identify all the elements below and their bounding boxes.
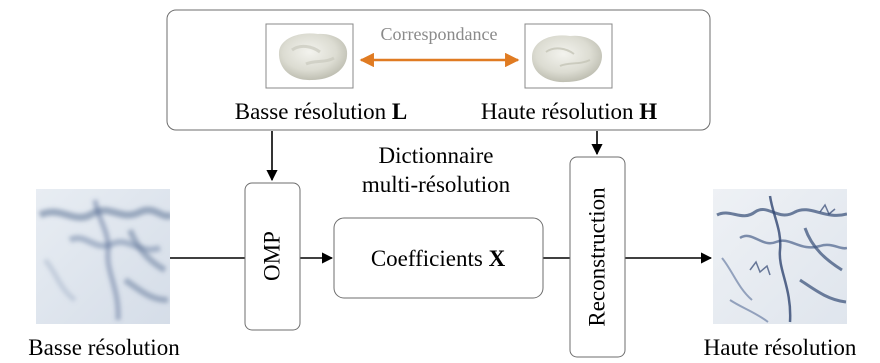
dictionary-caption-line2: multi-résolution <box>362 172 511 197</box>
output-high-res-image <box>713 189 847 324</box>
reconstruction-box <box>569 156 626 358</box>
high-res-dict-label: Haute résolution H <box>481 99 657 124</box>
coefficients-label: Coefficients X <box>371 246 506 271</box>
omp-label: OMP <box>260 231 285 281</box>
coefficients-box <box>333 217 544 299</box>
low-res-patch-thumbnail <box>265 23 354 89</box>
input-low-res-image <box>36 189 170 324</box>
reconstruction-label: Reconstruction <box>585 187 610 327</box>
low-res-dict-label: Basse résolution L <box>235 99 408 124</box>
dictionary-caption-line1: Dictionnaire <box>379 143 494 168</box>
input-image-label: Basse résolution <box>28 335 180 360</box>
omp-box <box>244 182 301 331</box>
output-image-label: Haute résolution <box>704 335 857 360</box>
high-res-patch-thumbnail <box>524 23 613 89</box>
correspondance-label: Correspondance <box>381 24 498 44</box>
